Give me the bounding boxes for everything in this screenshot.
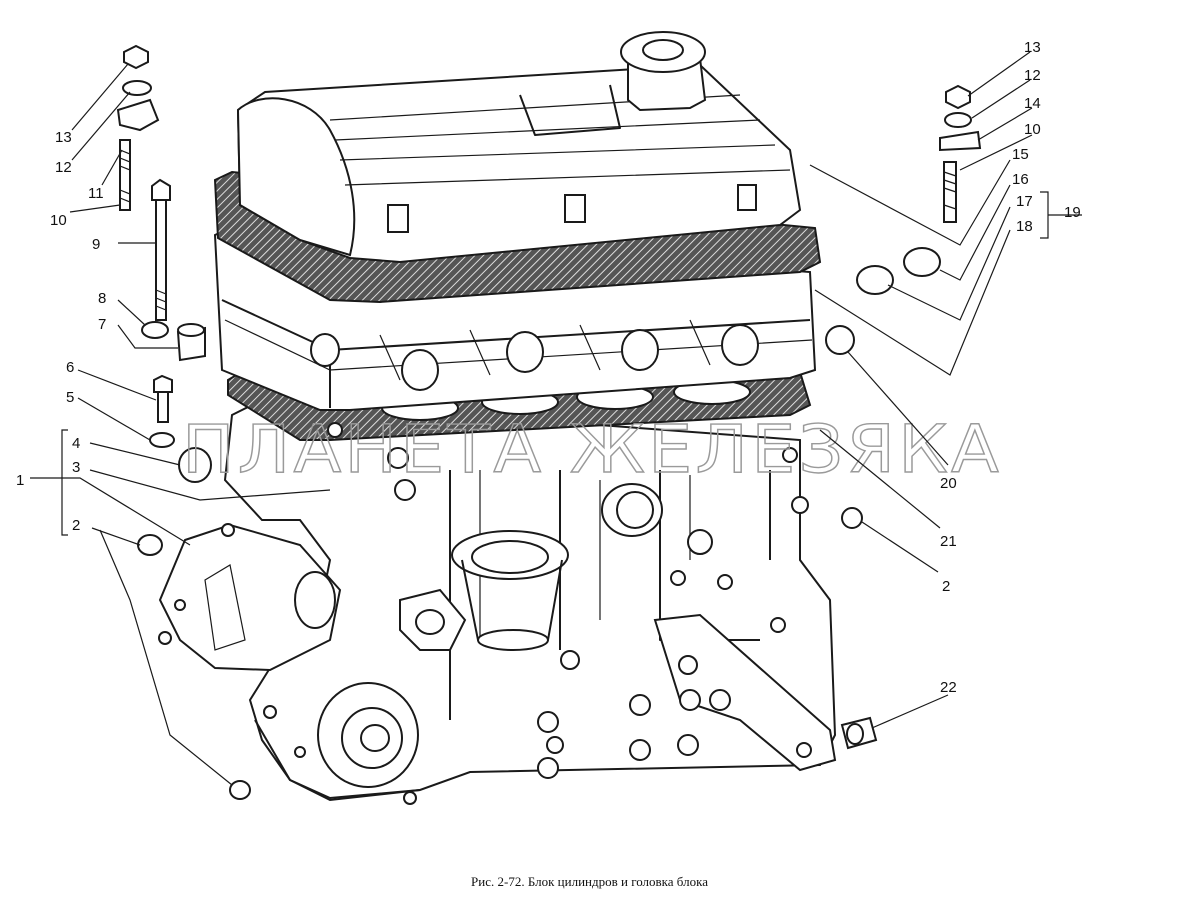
right-fasteners	[825, 84, 982, 750]
callout-9: 9	[92, 236, 100, 253]
callout-13: 13	[55, 129, 72, 146]
callout-5: 5	[66, 389, 74, 406]
stud-11	[119, 139, 131, 211]
callout-17: 17	[1016, 193, 1033, 210]
callout-11: 11	[88, 185, 104, 202]
cylinder-block	[158, 398, 837, 805]
washer-12r	[944, 112, 972, 128]
valve-cover	[236, 31, 802, 264]
nut-13	[123, 44, 149, 70]
callout-16: 16	[1012, 171, 1029, 188]
callout-1: 1	[16, 472, 24, 489]
callout-21: 21	[940, 533, 957, 550]
callout-8: 8	[98, 290, 106, 307]
callout-18: 18	[1016, 218, 1033, 235]
plate-14	[116, 98, 160, 132]
callout-22: 22	[940, 679, 957, 696]
callout-2-left: 2	[72, 517, 80, 534]
callout-4: 4	[72, 435, 80, 452]
callout-19: 19	[1064, 204, 1081, 221]
callout-15: 15	[1012, 146, 1029, 163]
plug-2r	[841, 507, 863, 529]
washer-5	[149, 432, 175, 448]
plug-16	[903, 247, 941, 277]
callout-10-right: 10	[1024, 121, 1041, 138]
leader-lines	[30, 51, 1082, 786]
callout-labels: 13 12 11 10 9 8 7 6 5 4 3 1 2 13 12 14 1…	[16, 39, 1081, 696]
watermark: ПЛАНЕТА ЖЕЛЕЗЯКА	[182, 411, 1002, 488]
plug-15	[856, 265, 894, 295]
bolt-6	[157, 387, 169, 423]
callout-10: 10	[50, 212, 67, 229]
callout-3: 3	[72, 459, 80, 476]
plug-2b	[229, 780, 251, 800]
plug-20	[825, 325, 855, 355]
callout-13-right: 13	[1024, 39, 1041, 56]
washer-8	[141, 321, 169, 339]
callout-7: 7	[98, 316, 106, 333]
callout-12: 12	[55, 159, 72, 176]
callout-20: 20	[940, 475, 957, 492]
mount-studs	[158, 447, 812, 805]
callout-12-right: 12	[1024, 67, 1041, 84]
left-fasteners	[116, 44, 251, 800]
figure-caption: Рис. 2-72. Блок цилиндров и головка блок…	[471, 874, 708, 889]
callout-6: 6	[66, 359, 74, 376]
callout-2-right: 2	[942, 578, 950, 595]
plug-2a	[137, 534, 163, 556]
plate-14r	[939, 130, 982, 152]
washer-12	[122, 80, 152, 96]
nut-13r	[945, 84, 971, 110]
callout-14: 14	[1024, 95, 1041, 112]
